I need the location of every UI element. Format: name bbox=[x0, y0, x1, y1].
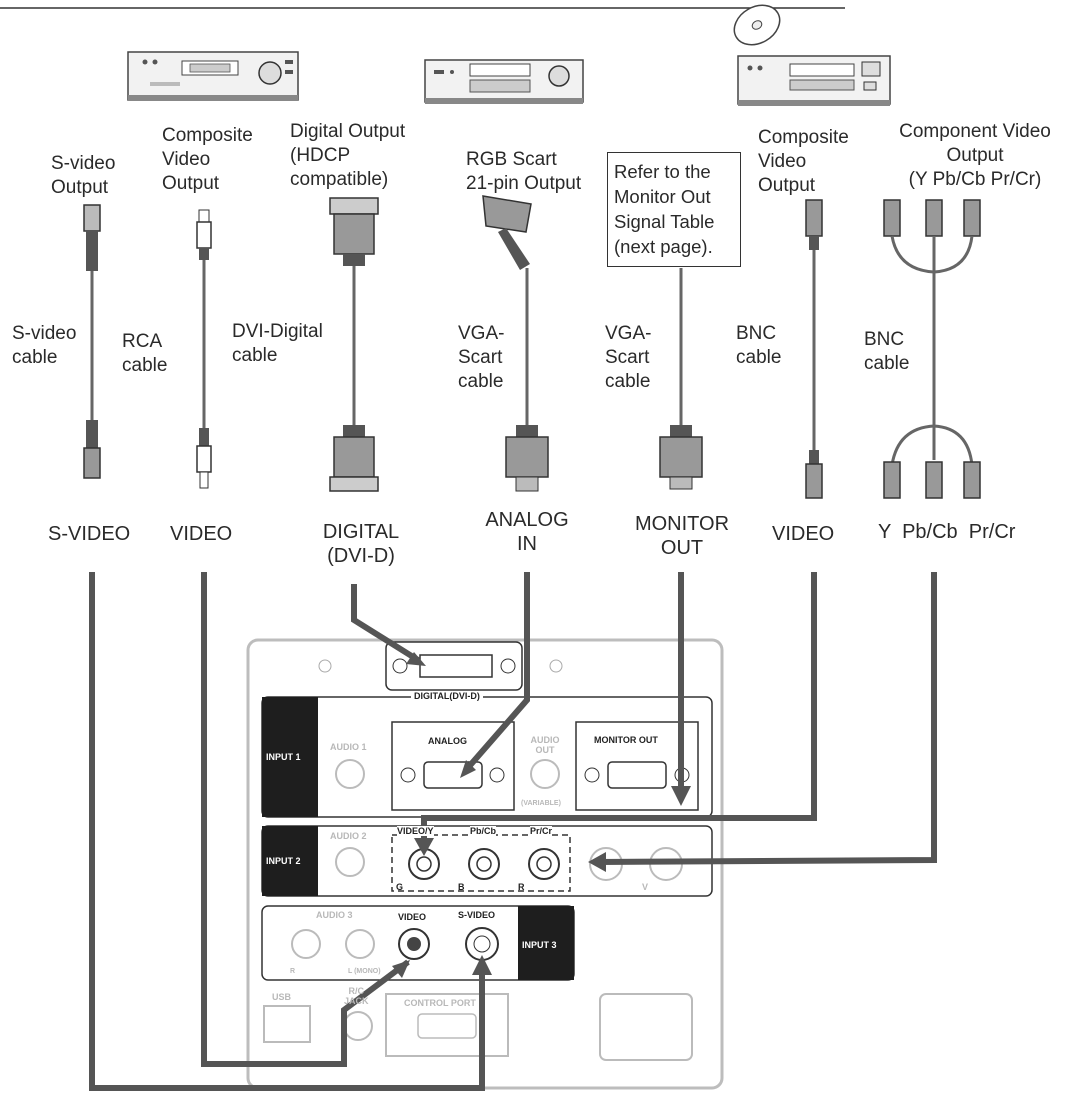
panel-audio2-label: AUDIO 2 bbox=[330, 831, 367, 841]
arrowhead-video2 bbox=[414, 838, 434, 856]
routing-arrows bbox=[89, 572, 937, 1091]
component-port-label: Y Pb/Cb Pr/Cr bbox=[878, 521, 1016, 543]
panel-video-label: VIDEO bbox=[398, 912, 427, 922]
panel-analog-label: ANALOG bbox=[428, 736, 467, 746]
vga-scart-cable-2 bbox=[659, 268, 703, 490]
panel-l-mono-label: L (MONO) bbox=[348, 968, 381, 975]
panel-v-label: V bbox=[642, 882, 649, 892]
panel-input3-label: INPUT 3 bbox=[522, 940, 557, 950]
svideo-port-label: S-VIDEO bbox=[48, 523, 131, 545]
panel-g-label: G bbox=[396, 882, 404, 892]
vga-scart-cable-1 bbox=[482, 195, 549, 492]
panel-s-video-label: S-VIDEO bbox=[458, 910, 496, 920]
rca-cable bbox=[196, 209, 212, 489]
video-port-label-1: VIDEO bbox=[170, 523, 233, 545]
dvd-player-icon bbox=[737, 55, 891, 106]
panel-input2-label: INPUT 2 bbox=[266, 856, 301, 866]
arrow-svideo bbox=[89, 572, 485, 1091]
arrow-analog bbox=[463, 572, 530, 772]
panel-input1-label: INPUT 1 bbox=[266, 752, 301, 762]
bnc-cable-2 bbox=[883, 199, 981, 499]
panel-pb-cb-label: Pb/Cb bbox=[470, 826, 496, 836]
panel-monitor-out-label: MONITOR OUT bbox=[594, 735, 658, 745]
video-port-label-2: VIDEO bbox=[772, 523, 835, 545]
panel-b-label: B bbox=[458, 882, 465, 892]
panel-digital-label: DIGITAL(DVI-D) bbox=[411, 691, 483, 701]
panel-control-port-label: CONTROL PORT bbox=[404, 998, 476, 1008]
arrow-component bbox=[597, 572, 937, 865]
projector-rear-panel bbox=[246, 638, 724, 1090]
bnc-cable-1 bbox=[805, 199, 823, 499]
arrowhead-monitor bbox=[671, 786, 691, 806]
scart-device-icon bbox=[424, 59, 584, 104]
arrowhead-svideo bbox=[472, 955, 492, 975]
arrow-heads bbox=[392, 652, 691, 978]
vcr-device-icon bbox=[127, 51, 299, 101]
arrow-digital bbox=[351, 584, 420, 663]
panel-pr-cr-label: Pr/Cr bbox=[530, 826, 553, 836]
arrowhead-analog bbox=[460, 760, 476, 778]
arrow-video bbox=[201, 572, 410, 1067]
panel-r-label: R bbox=[518, 882, 525, 892]
panel-usb-label: USB bbox=[272, 992, 292, 1002]
arrowhead-video bbox=[392, 960, 410, 978]
arrowhead-digital bbox=[406, 652, 426, 666]
panel-video-y-label: VIDEO/Y bbox=[397, 826, 434, 836]
panel-variable-label: (VARIABLE) bbox=[521, 800, 561, 807]
dvi-cable bbox=[329, 197, 379, 492]
arrowhead-component bbox=[588, 852, 606, 872]
panel-r-small-label: R bbox=[290, 968, 296, 975]
panel-audio1-label: AUDIO 1 bbox=[330, 742, 367, 752]
disc-icon bbox=[733, 4, 781, 46]
svideo-cable bbox=[83, 204, 101, 479]
digital-port-label: DIGITAL(DVI-D) bbox=[322, 521, 400, 567]
panel-audio3-label: AUDIO 3 bbox=[316, 910, 353, 920]
